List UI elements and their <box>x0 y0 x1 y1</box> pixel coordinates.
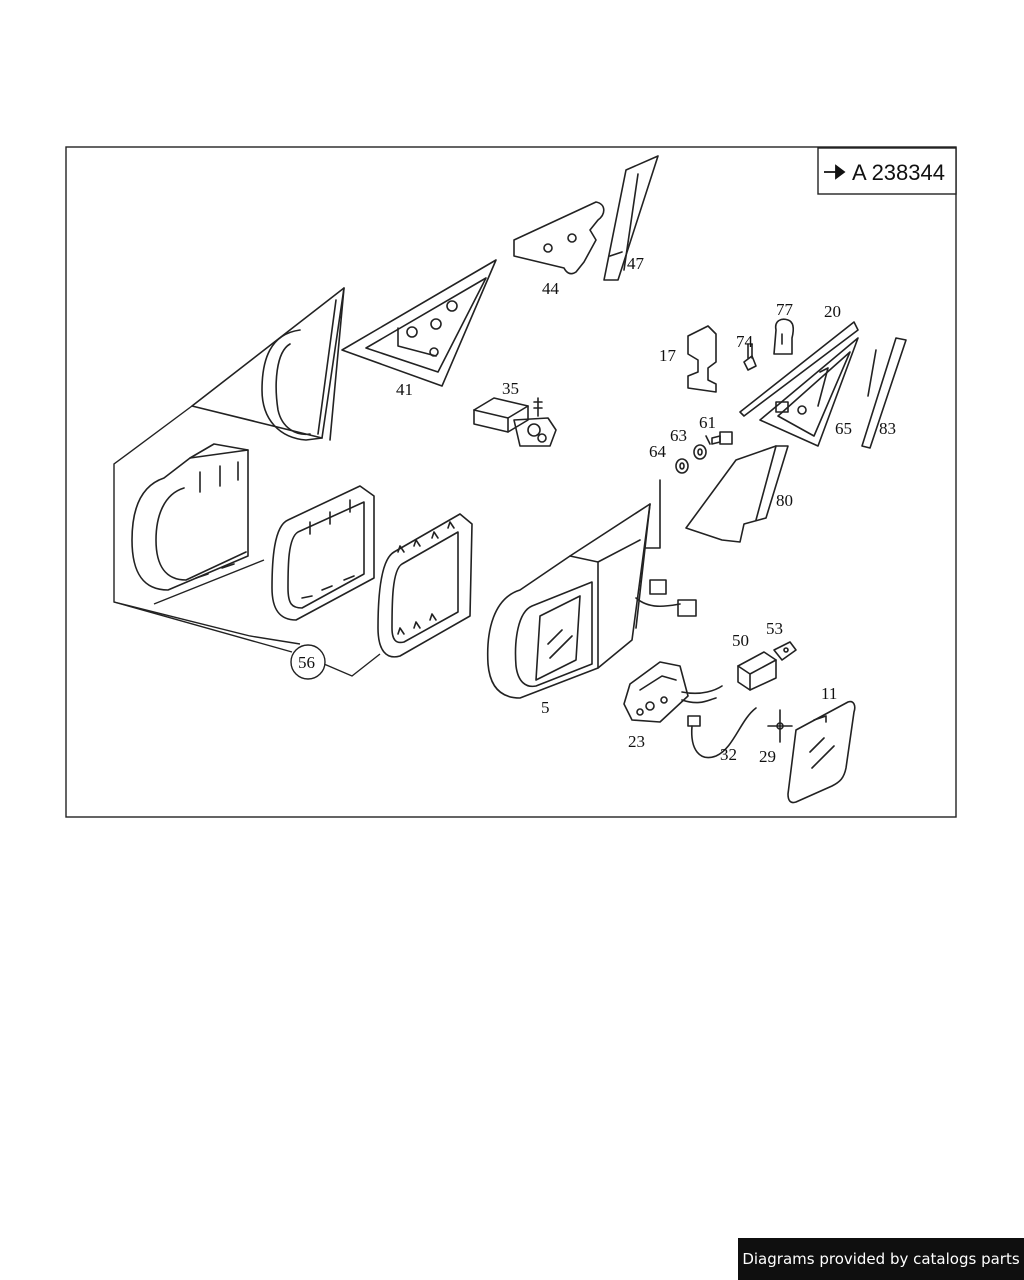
part-65-triangle <box>759 337 859 447</box>
reference-box: A 238344 <box>817 147 957 195</box>
part-20-strip <box>739 321 859 417</box>
callout-5: 5 <box>541 698 550 717</box>
callout-35: 35 <box>502 379 519 398</box>
callout-63: 63 <box>670 426 687 445</box>
callout-83: 83 <box>879 419 896 438</box>
callout-50: 50 <box>732 631 749 650</box>
part-56-circle <box>290 644 326 680</box>
footer-credit: Diagrams provided by catalogs parts <box>738 1238 1024 1280</box>
part-74-screw <box>743 343 757 371</box>
callout-17: 17 <box>659 346 677 365</box>
callout-74: 74 <box>736 332 754 351</box>
callout-61: 61 <box>699 413 716 432</box>
callout-47: 47 <box>627 254 645 273</box>
mirror-bezel-left <box>131 443 249 591</box>
part-50-motor <box>737 651 777 691</box>
mirror-housing-upper <box>191 287 345 441</box>
diagram-frame <box>65 146 957 818</box>
part-17-bracket <box>687 325 717 393</box>
callout-29: 29 <box>759 747 776 766</box>
part-77-clip <box>773 318 794 355</box>
callout-56: 56 <box>298 653 315 672</box>
part-63-washer <box>693 444 707 460</box>
callout-32: 32 <box>720 745 737 764</box>
part-41-trim <box>341 259 497 387</box>
callout-20: 20 <box>824 302 841 321</box>
part-11-glass <box>787 700 856 804</box>
arrow-right-icon <box>824 164 846 180</box>
part-5-mirror-assembly <box>486 479 697 699</box>
part-64-washer <box>675 458 689 474</box>
callout-65: 65 <box>835 419 852 438</box>
callout-77: 77 <box>776 300 794 319</box>
callout-53: 53 <box>766 619 783 638</box>
assembly-leader-lines <box>113 405 381 677</box>
callout-64: 64 <box>649 442 667 461</box>
callout-80: 80 <box>776 491 793 510</box>
part-35-motor <box>473 397 557 447</box>
part-23-actuator <box>623 661 723 723</box>
callout-44: 44 <box>542 279 560 298</box>
part-47-strip <box>603 155 659 281</box>
part-80-cover <box>685 445 789 543</box>
callout-11: 11 <box>821 684 837 703</box>
callout-23: 23 <box>628 732 645 751</box>
callout-41: 41 <box>396 380 413 399</box>
part-29-cross <box>767 709 793 743</box>
part-61-bolt <box>705 431 733 445</box>
part-44-plate <box>513 201 605 275</box>
mirror-gasket-frame <box>377 513 473 658</box>
part-32-cable <box>687 707 757 759</box>
reference-number: A 238344 <box>852 160 945 185</box>
part-53-connector <box>773 641 797 661</box>
mirror-frame-middle <box>271 485 375 621</box>
part-83-strip <box>861 337 907 449</box>
